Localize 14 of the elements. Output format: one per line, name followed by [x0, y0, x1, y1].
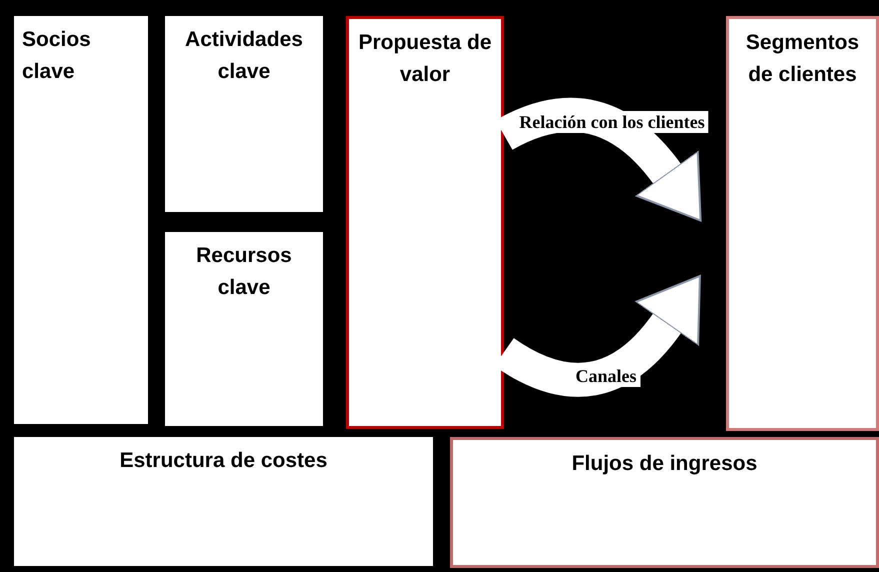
- canvas-block: [346, 16, 504, 429]
- canvas-block: [14, 437, 433, 566]
- canvas-block: [450, 437, 879, 568]
- canvas-block: [165, 16, 323, 212]
- canvas-block: [14, 16, 148, 424]
- block-title: Estructura de costes: [118, 448, 328, 474]
- block-title: Actividades clave: [184, 27, 304, 85]
- block-title: Socios clave: [22, 27, 92, 85]
- block-title: Flujos de ingresos: [570, 451, 758, 477]
- canvas-block: [165, 232, 323, 426]
- block-title: Segmentos de clientes: [744, 30, 860, 88]
- canvas-block: [726, 16, 879, 431]
- block-title: Propuesta de valor: [357, 30, 493, 88]
- block-title: Recursos clave: [195, 243, 293, 301]
